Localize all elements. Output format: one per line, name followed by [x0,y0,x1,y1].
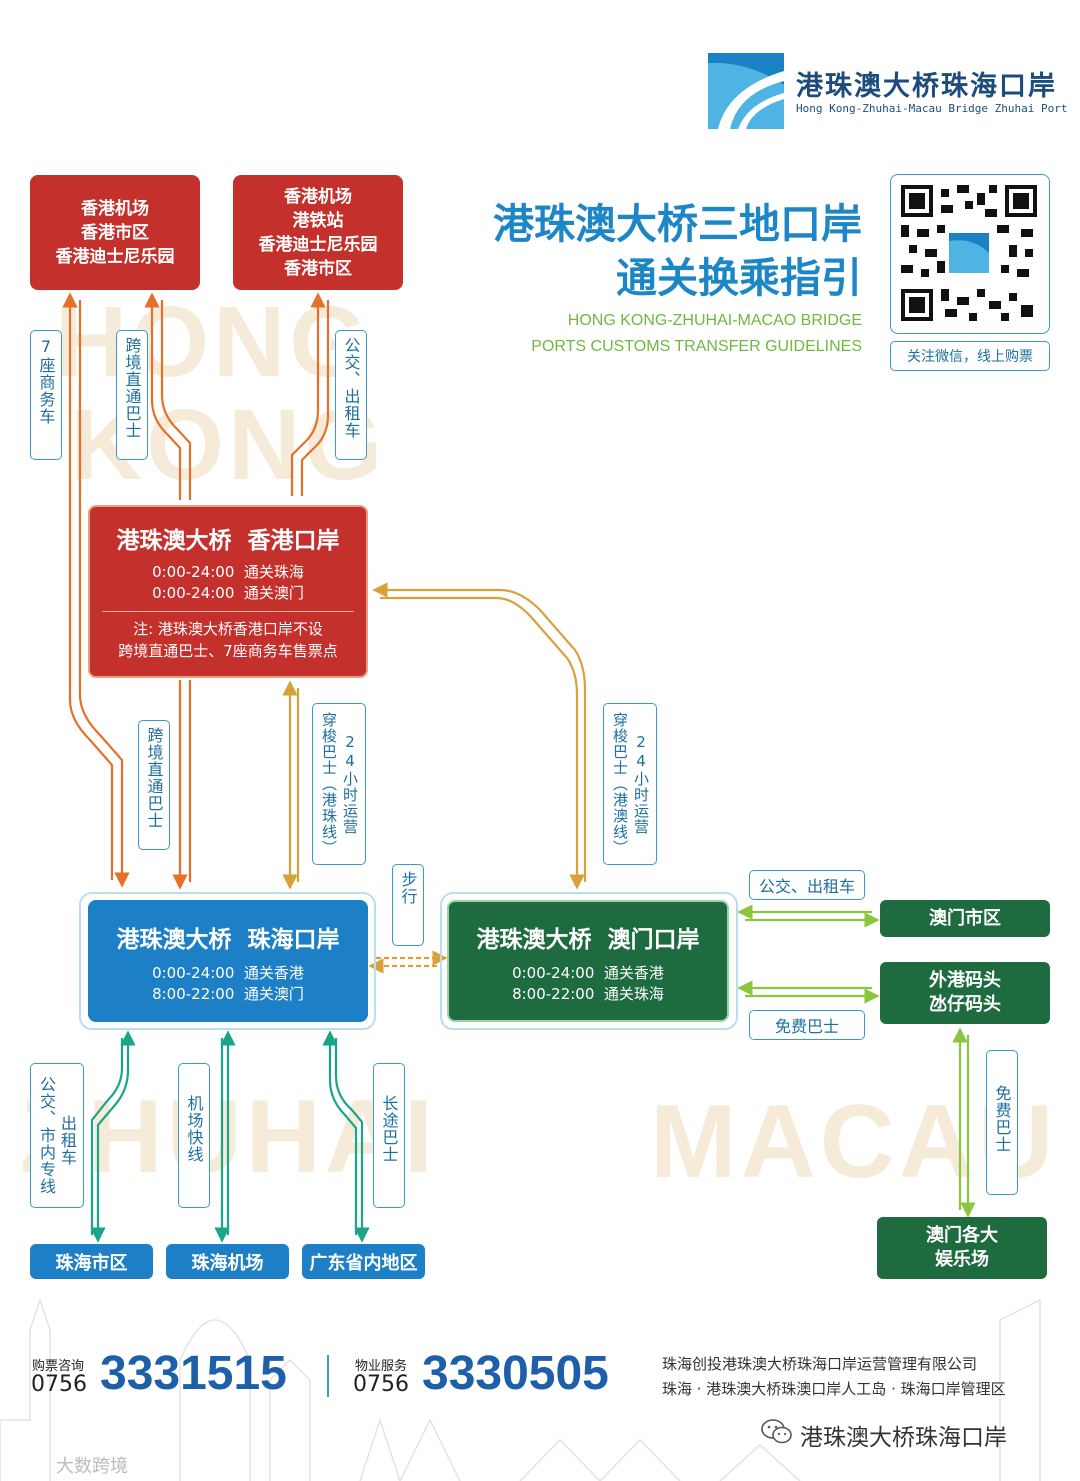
qr-caption: 关注微信，线上购票 [890,341,1050,371]
wechat-icon [760,1417,794,1447]
destination-macau-casinos: 澳门各大 娱乐场 [877,1217,1047,1279]
hk-port-hours1: 0:00-24:00 通关珠海 [152,563,304,581]
service-area-code: 0756 [353,1372,409,1397]
qr-code[interactable] [890,174,1050,334]
zh-port-hours1: 0:00-24:00 通关香港 [152,964,304,982]
hk-port-title: 港珠澳大桥 香港口岸 [116,528,340,554]
mo-port-title: 港珠澳大桥 澳门口岸 [476,927,700,953]
watermark-macau: MACAU [650,1084,1058,1200]
watermark-hong: HONG [55,286,371,398]
hk-port-note1: 注: 港珠澳大桥香港口岸不设 [133,620,323,638]
hk-destination-left: 香港机场 香港市区 香港迪士尼乐园 [30,175,200,290]
label-seven-seat: 7座商务车 [30,330,62,460]
label-cross-bus: 跨境直通巴士 [138,720,170,850]
label-shuttle-hk-zh: 24小时运营 穿梭巴士（港珠线） [312,703,366,865]
skyline-decoration [0,1297,1041,1481]
label-long-distance-bus: 长途巴士 [373,1063,405,1208]
zh-port-title: 港珠澳大桥 珠海口岸 [116,927,340,953]
mo-port-hours1: 0:00-24:00 通关香港 [512,964,664,982]
destination-zhuhai-city: 珠海市区 [30,1244,153,1279]
service-label: 物业服务 [355,1359,408,1374]
zh-port-hours2: 8:00-22:00 通关澳门 [152,985,304,1003]
service-phone[interactable]: 3330505 [422,1347,609,1400]
hk-port-hours2: 0:00-24:00 通关澳门 [152,584,304,602]
zh-port-box: 港珠澳大桥 珠海口岸 0:00-24:00 通关香港 8:00-22:00 通关… [88,900,368,1022]
label-bus-taxi-mo: 公交、出租车 [749,870,865,900]
wechat-account: 港珠澳大桥珠海口岸 [800,1425,1007,1451]
label-airport-express: 机场快线 [178,1063,210,1208]
destination-guangdong: 广东省内地区 [302,1244,425,1279]
destination-hk-disney: 香港迪士尼乐园 [258,234,378,255]
company-address: 珠海 · 港珠澳大桥珠澳口岸人工岛 · 珠海口岸管理区 [662,1380,1006,1398]
footer-divider [327,1355,329,1397]
destination-hk-airport: 香港机场 [284,186,352,207]
destination-zhuhai-airport: 珠海机场 [166,1244,289,1279]
page-subtitle-line2: PORTS CUSTOMS TRANSFER GUIDELINES [531,338,862,355]
logo-icon [708,53,784,129]
destination-hk-city: 香港市区 [284,258,352,279]
ticket-area-code: 0756 [31,1372,87,1397]
label-free-bus: 免费巴士 [749,1010,865,1040]
hk-port-box: 港珠澳大桥 香港口岸 0:00-24:00 通关珠海 0:00-24:00 通关… [88,505,368,678]
watermark-zhuhai: ZHUHAI [20,1079,437,1195]
label-shuttle-hk-mo: 24小时运营 穿梭巴士（港澳线） [603,703,657,865]
page-title-line2: 通关换乘指引 [616,254,862,302]
hk-destination-right: 香港机场 港铁站 香港迪士尼乐园 香港市区 [233,175,403,290]
destination-outer-harbour: 外港码头 [929,970,1001,991]
logo-subtitle: Hong Kong-Zhuhai-Macau Bridge Zhuhai Por… [796,102,1068,115]
destination-hk-city: 香港市区 [81,222,149,243]
page-title-line1: 港珠澳大桥三地口岸 [493,200,862,248]
label-bus-taxi-hk: 公交、出租车 [335,330,367,460]
label-cross-bus-top: 跨境直通巴士 [116,330,148,460]
logo-title: 港珠澳大桥珠海口岸 [796,71,1057,102]
destination-mtr: 港铁站 [292,210,344,231]
mo-port-box: 港珠澳大桥 澳门口岸 0:00-24:00 通关香港 8:00-22:00 通关… [447,900,729,1022]
destination-hk-disney: 香港迪士尼乐园 [55,246,175,267]
company-name: 珠海创投港珠澳大桥珠海口岸运营管理有限公司 [662,1355,978,1373]
destination-taipa-ferry: 氹仔码头 [929,994,1001,1015]
page-subtitle-line1: HONG KONG-ZHUHAI-MACAO BRIDGE [567,312,862,329]
corner-watermark: 大数跨境 [56,1456,128,1477]
hk-port-note2: 跨境直通巴士、7座商务车售票点 [118,642,338,660]
destination-macau-city: 澳门市区 [880,900,1050,937]
destination-hk-airport: 香港机场 [81,198,149,219]
ticket-phone[interactable]: 3331515 [100,1347,287,1400]
label-free-bus-vertical: 免费巴士 [986,1050,1018,1195]
hk-port-divider [102,611,354,612]
ticket-label: 购票咨询 [32,1359,85,1374]
label-walk: 步行 [392,864,424,946]
mo-port-hours2: 8:00-22:00 通关珠海 [512,985,664,1003]
label-bus-city-line: 出租车 公交、市内专线 [30,1063,84,1208]
destination-macau-piers: 外港码头 氹仔码头 [880,962,1050,1024]
